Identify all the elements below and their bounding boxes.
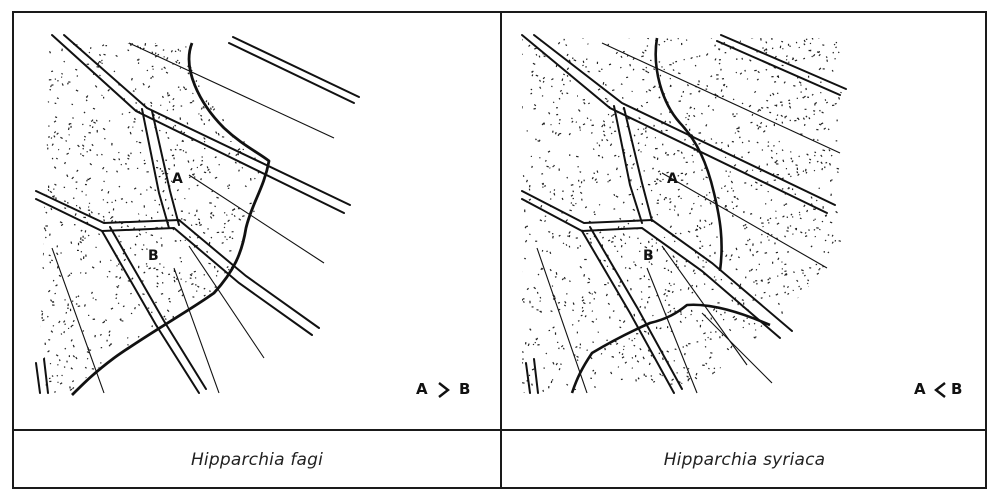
wing-venation-diagram-fagi: A B A B <box>35 34 470 398</box>
wing-veins <box>521 34 847 394</box>
stipple-boundary-lower <box>570 303 771 394</box>
relation-b: B <box>951 380 962 398</box>
cell-a-label: A <box>667 171 678 187</box>
panel-divider <box>500 13 502 489</box>
relation-a: A <box>914 380 926 398</box>
relation-b: B <box>459 380 470 398</box>
stipple-pattern <box>522 38 842 393</box>
stipple-boundary-upper <box>654 37 723 272</box>
panel-hipparchia-syriaca: A B A B <box>502 13 987 429</box>
caption-left: Hipparchia fagi <box>190 450 324 470</box>
thin-veins <box>536 42 841 394</box>
wing-venation-diagram-syriaca: A B A B <box>521 34 962 398</box>
cell-b-label: B <box>148 248 159 264</box>
caption-divider <box>14 429 987 431</box>
panel-hipparchia-fagi: A B A B <box>14 13 500 429</box>
thin-veins <box>51 42 335 394</box>
caption-right: Hipparchia syriaca <box>663 450 826 470</box>
greater-than-symbol <box>438 382 450 398</box>
less-than-symbol <box>934 382 946 398</box>
figure-frame: A B A B <box>12 11 987 489</box>
stipple-boundary <box>71 42 271 396</box>
cell-b-label: B <box>643 248 654 264</box>
cell-a-label: A <box>172 171 183 187</box>
relation-a: A <box>416 380 428 398</box>
wing-veins <box>35 34 360 394</box>
